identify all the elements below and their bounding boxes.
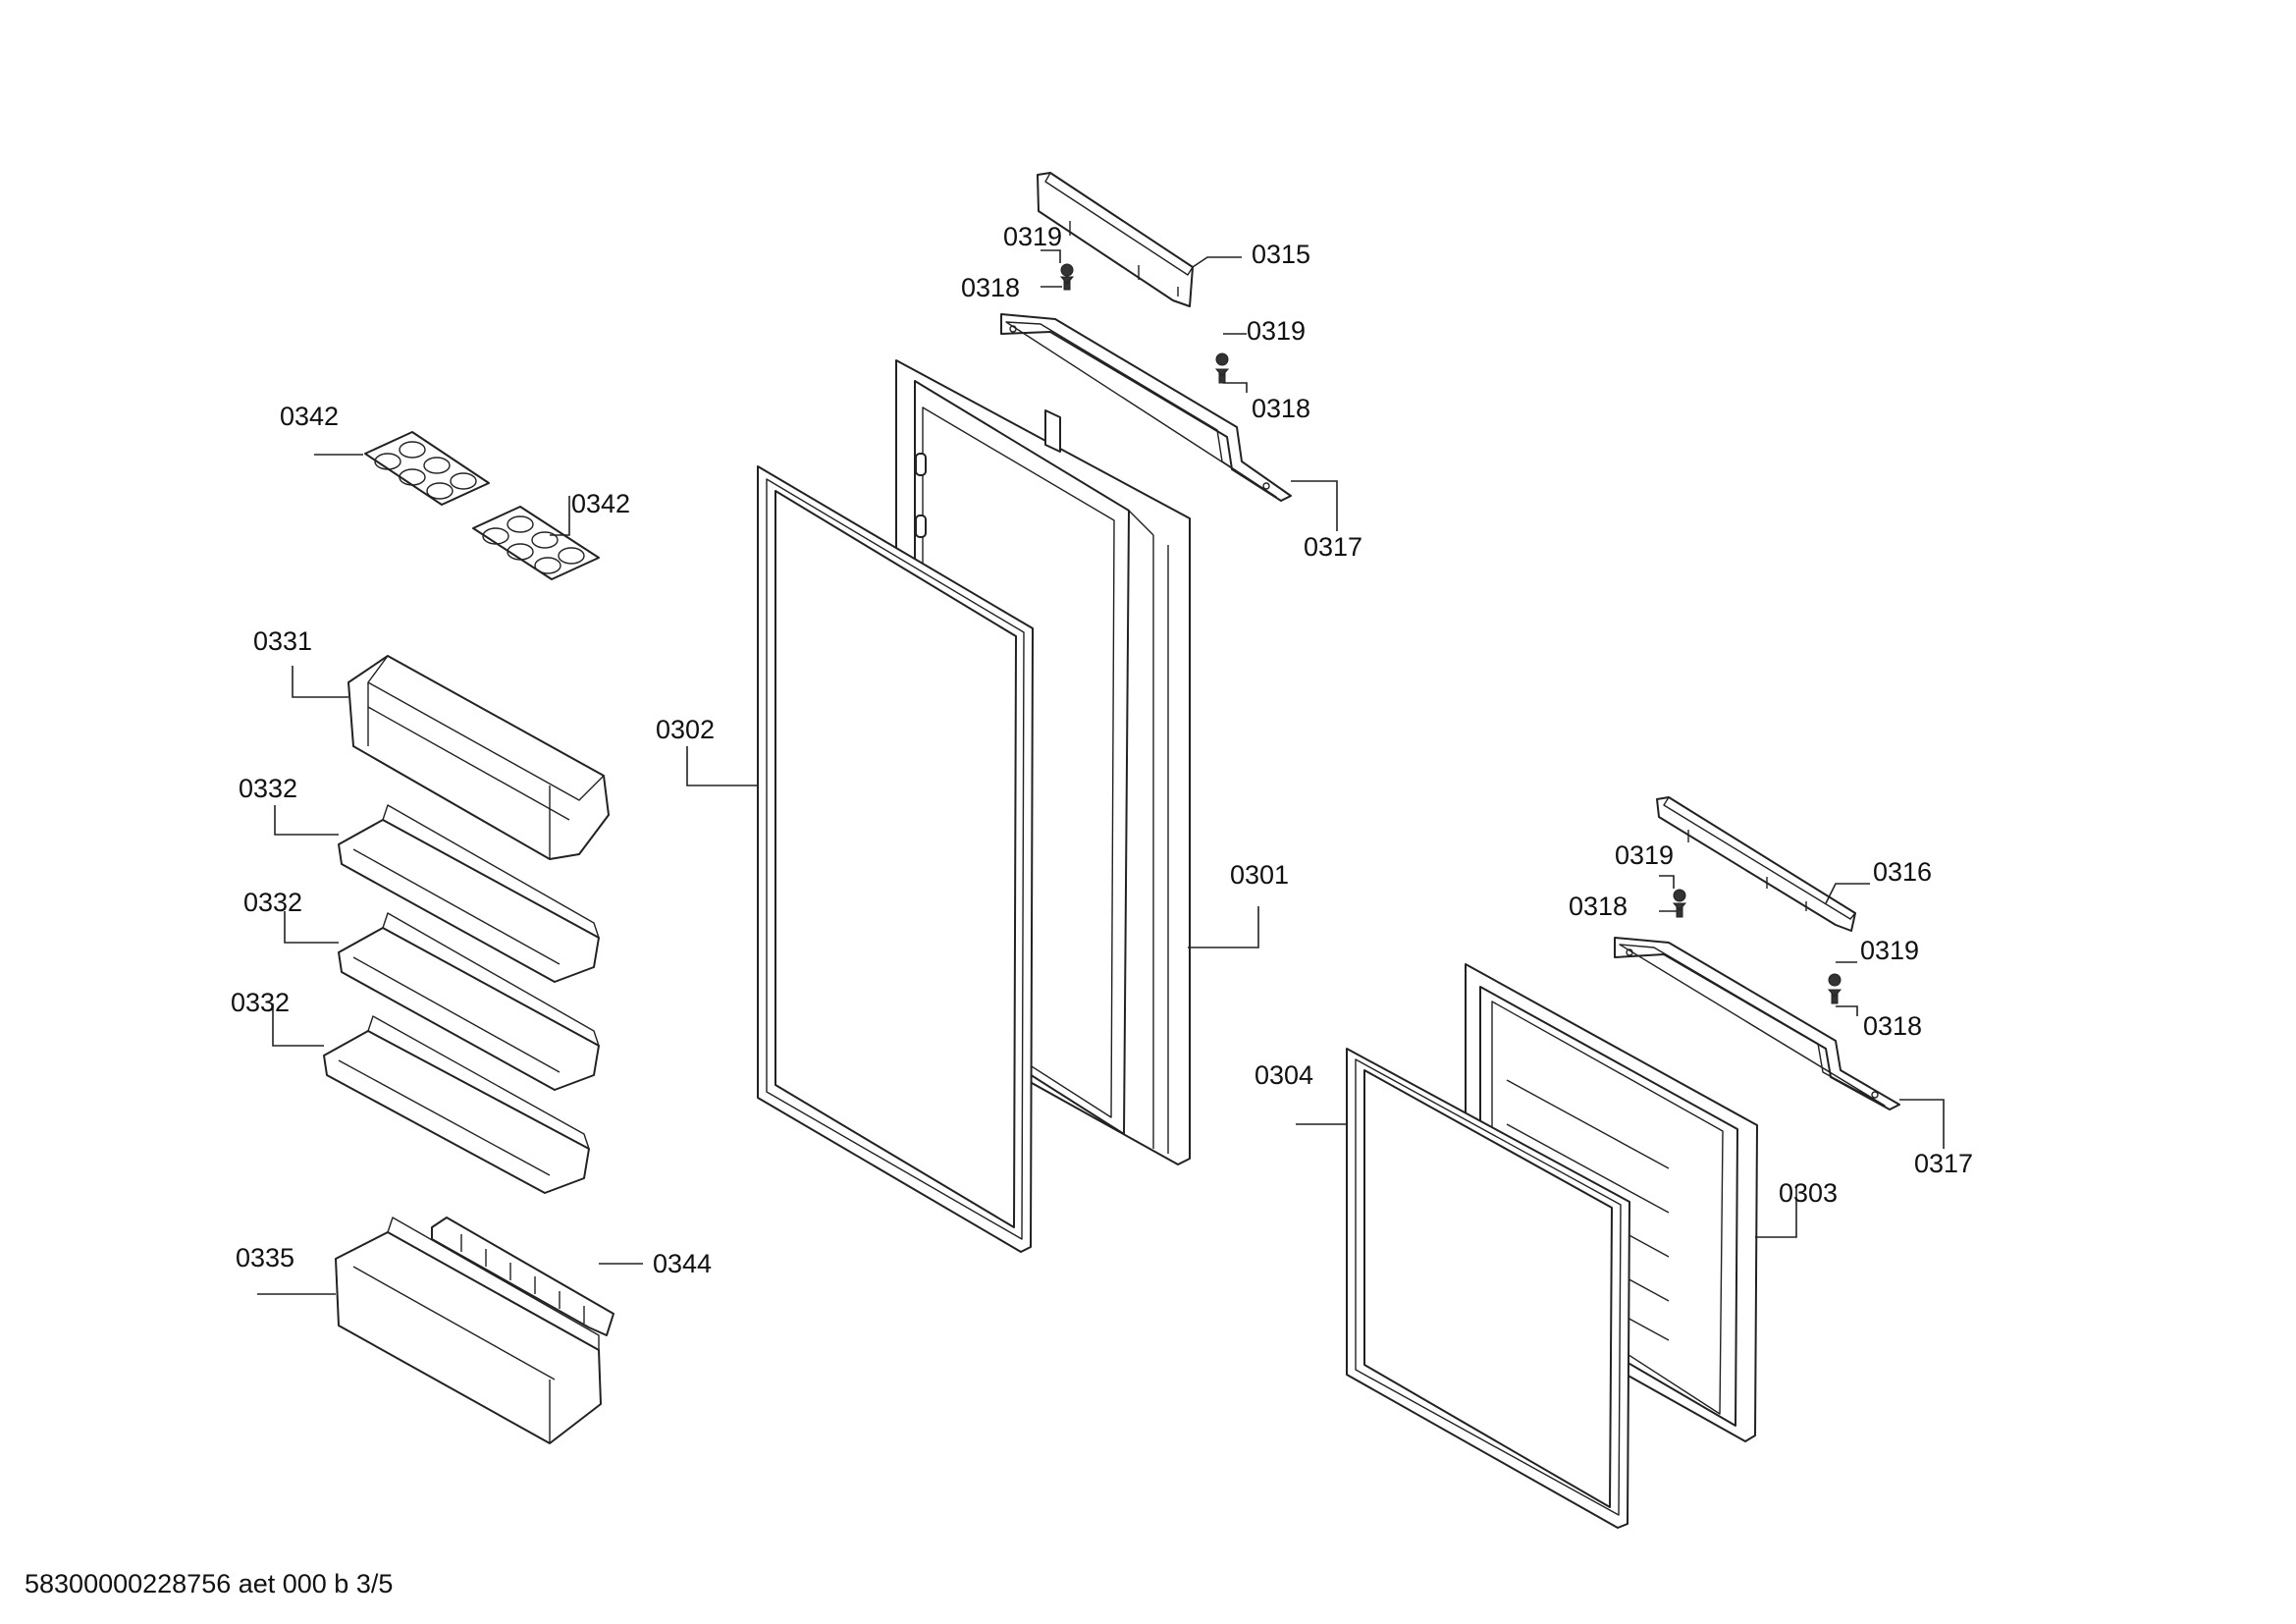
callout-0315: 0315 [1252, 240, 1310, 269]
screw-washer-top-left[interactable] [1059, 263, 1075, 291]
callout-0342-upper: 0342 [280, 402, 339, 431]
callout-0318-top-right: 0318 [1252, 394, 1310, 423]
screw-washer-top-right[interactable] [1214, 352, 1230, 384]
egg-tray-upper[interactable] [364, 431, 490, 506]
fridge-door-gasket[interactable] [757, 465, 1034, 1253]
door-shelf-middle[interactable] [338, 912, 600, 1091]
callout-0332-lower: 0332 [231, 988, 290, 1017]
callout-0301: 0301 [1230, 860, 1289, 890]
bottom-hinge-cover-0316[interactable] [1656, 796, 1856, 932]
callout-0319-top-right: 0319 [1247, 316, 1306, 346]
screw-washer-bottom-left[interactable] [1672, 889, 1687, 918]
document-id-footer: 58300000228756 aet 000 b 3/5 [25, 1569, 393, 1598]
dairy-compartment-0331[interactable] [347, 655, 610, 860]
egg-tray-lower[interactable] [472, 506, 600, 580]
top-hinge-cover-0315[interactable] [1037, 172, 1194, 307]
callout-0332-upper: 0332 [239, 774, 297, 803]
callout-0318-top-left: 0318 [961, 273, 1020, 302]
freezer-door-gasket[interactable] [1346, 1048, 1630, 1529]
screw-washer-bottom-right[interactable] [1827, 973, 1842, 1004]
callout-0303: 0303 [1779, 1178, 1838, 1208]
door-shelf-upper[interactable] [338, 804, 600, 983]
callout-0331: 0331 [253, 626, 312, 656]
leader-lines [257, 249, 1945, 1295]
callout-0344: 0344 [653, 1249, 712, 1278]
callout-0332-middle: 0332 [243, 888, 302, 917]
door-shelf-lower[interactable] [323, 1015, 590, 1194]
callout-0319-bottom-left: 0319 [1615, 840, 1674, 870]
callout-0318-bottom-left: 0318 [1569, 892, 1628, 921]
callout-0318-bottom-right: 0318 [1863, 1011, 1922, 1041]
callout-0304: 0304 [1255, 1060, 1313, 1090]
callout-0316: 0316 [1873, 857, 1932, 887]
callout-0335: 0335 [236, 1243, 294, 1272]
callout-0319-top-left: 0319 [1003, 222, 1062, 251]
callout-0317-top: 0317 [1304, 532, 1362, 562]
bottom-hinge-bracket-0317[interactable] [1614, 937, 1900, 1110]
top-hinge-bracket-0317[interactable] [1000, 313, 1292, 502]
bottle-divider-0344[interactable] [431, 1217, 614, 1336]
callout-0317-bottom: 0317 [1914, 1149, 1973, 1178]
callout-0319-bottom-right: 0319 [1860, 936, 1919, 965]
callout-0302: 0302 [656, 715, 715, 744]
callout-0342-lower: 0342 [571, 489, 630, 518]
bottle-shelf-0335[interactable] [335, 1217, 602, 1444]
